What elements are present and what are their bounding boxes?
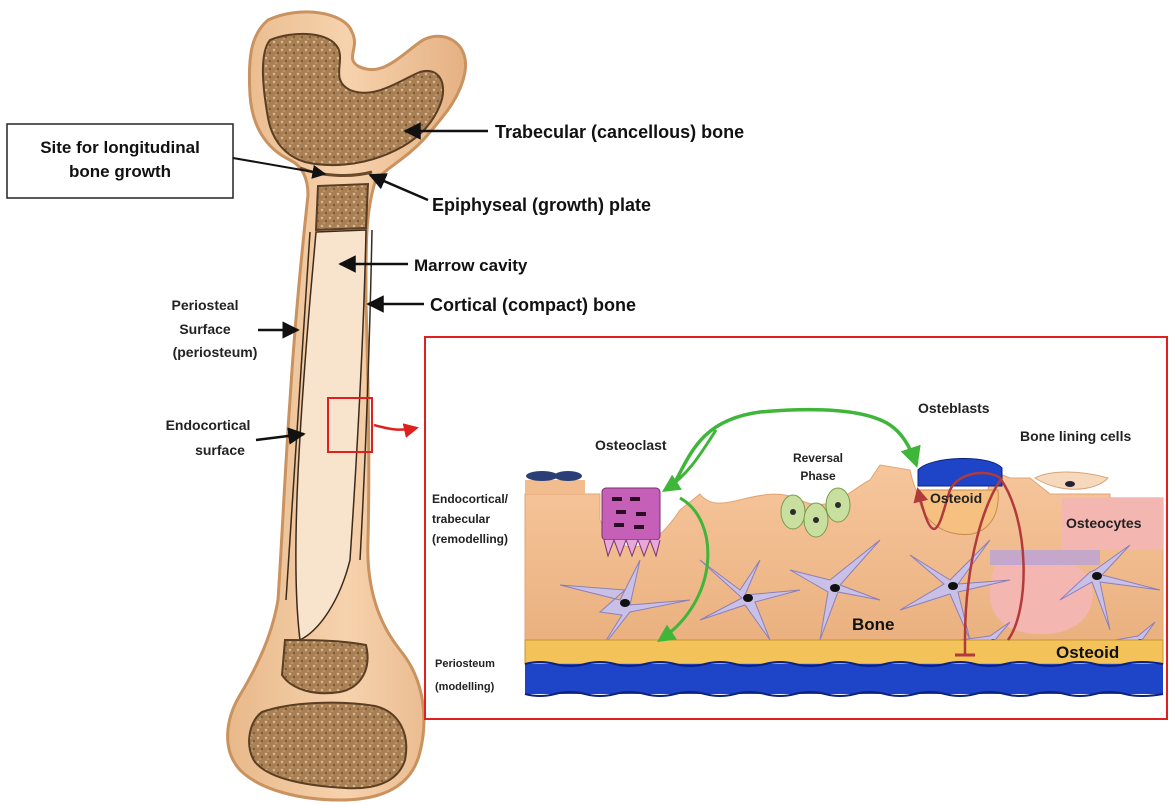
- label-epiphyseal: Epiphyseal (growth) plate: [432, 195, 651, 215]
- lining-cell-top-left-2: [554, 471, 582, 481]
- lining-cell-nucleus: [1065, 481, 1075, 487]
- label-periosteal-2: Surface: [179, 321, 231, 337]
- periosteum-cells: [525, 662, 1163, 696]
- label-osteoclast: Osteoclast: [595, 437, 667, 453]
- label-osteocytes: Osteocytes: [1066, 515, 1142, 531]
- label-endo-1: Endocortical/: [432, 492, 509, 506]
- label-cortical: Cortical (compact) bone: [430, 295, 636, 315]
- label-perio-2: (modelling): [435, 681, 495, 693]
- metaphysis: [316, 184, 368, 230]
- label-trabecular: Trabecular (cancellous) bone: [495, 122, 744, 142]
- callout-line-1: Site for longitudinal: [40, 138, 200, 157]
- label-osteoid-bottom: Osteoid: [1056, 643, 1119, 662]
- inset-pointer-arrow: [374, 425, 416, 430]
- trabecular-lower: [282, 640, 368, 693]
- label-bone-lining: Bone lining cells: [1020, 428, 1131, 444]
- label-reversal-1: Reversal: [793, 451, 843, 465]
- label-osteblasts: Osteblasts: [918, 400, 990, 416]
- osteoblasts-cap: [918, 458, 1002, 486]
- label-bone: Bone: [852, 615, 895, 634]
- label-reversal-2: Phase: [800, 469, 836, 483]
- label-endo-2: trabecular: [432, 512, 490, 526]
- label-endocortical-1: Endocortical: [166, 417, 251, 433]
- pink-blob: [990, 558, 1093, 634]
- lining-cell-top-left-1: [526, 471, 558, 481]
- label-perio-1: Periosteum: [435, 658, 495, 670]
- label-periosteal-3: (periosteum): [173, 344, 258, 360]
- remodelling-inset: Osteoclast Reversal Phase Osteblasts Bon…: [425, 337, 1167, 719]
- purple-band: [990, 550, 1100, 565]
- label-periosteal-1: Periosteal: [172, 297, 239, 313]
- label-endo-3: (remodelling): [432, 532, 508, 546]
- label-osteoid-top: Osteoid: [930, 490, 982, 506]
- bone-surface-left: [525, 480, 585, 494]
- callout-line-2: bone growth: [69, 162, 171, 181]
- label-marrow: Marrow cavity: [414, 256, 528, 275]
- trabecular-base: [249, 703, 406, 789]
- label-endocortical-2: surface: [195, 442, 245, 458]
- epiphyseal-arrow: [370, 175, 428, 200]
